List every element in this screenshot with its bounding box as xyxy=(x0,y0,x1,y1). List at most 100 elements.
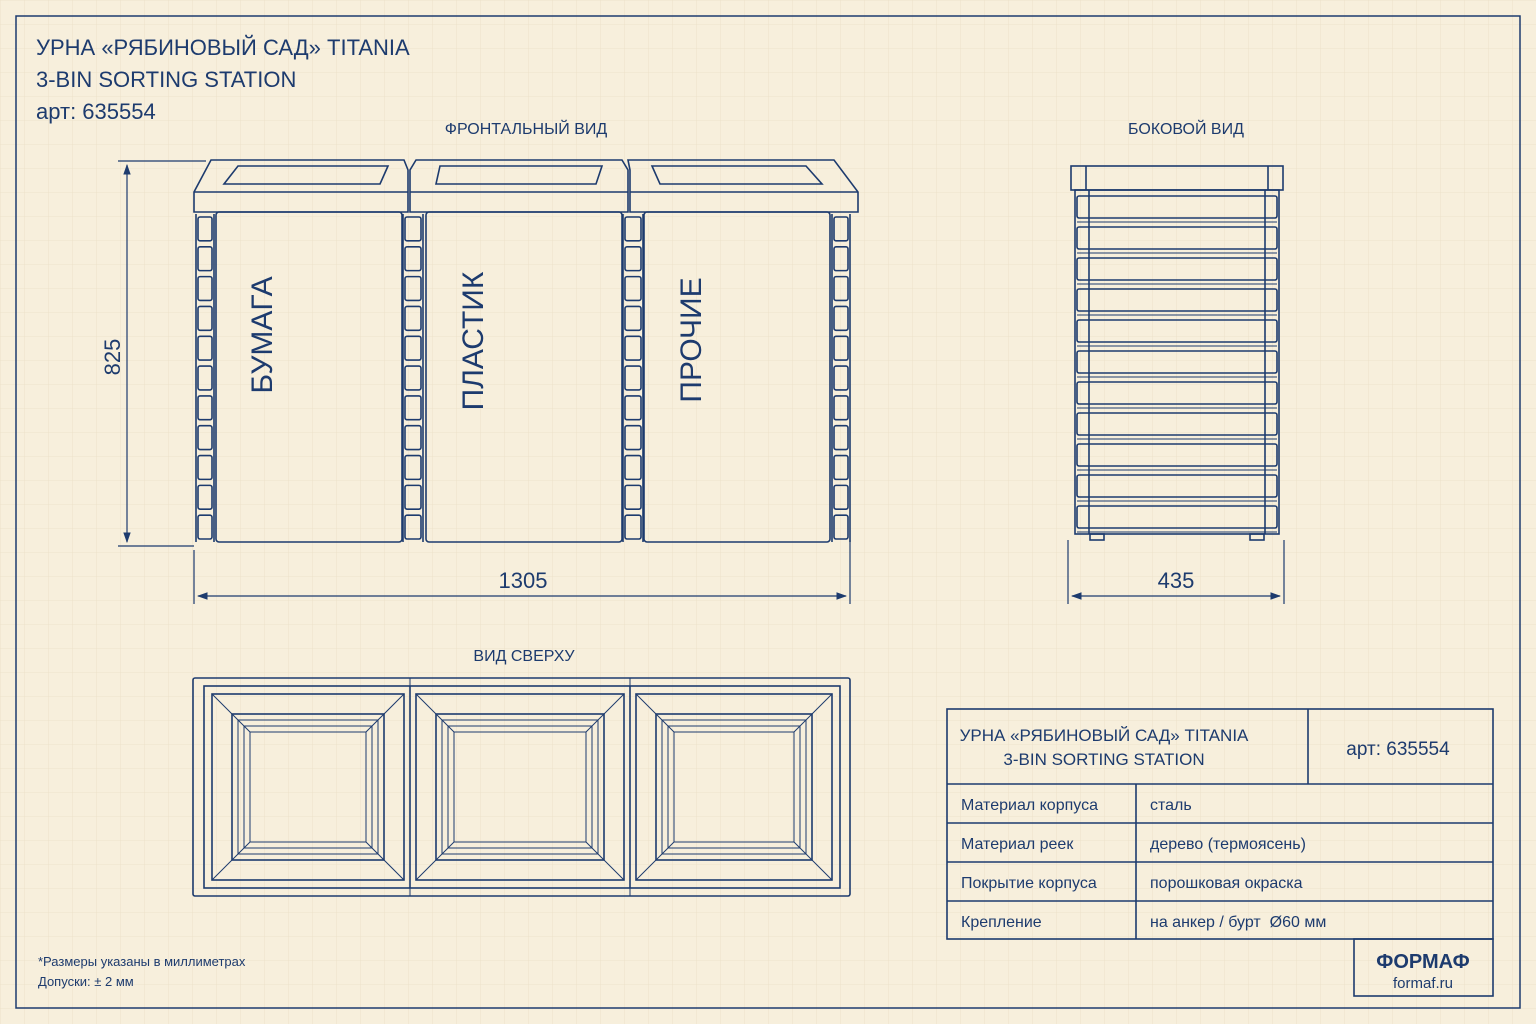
slat-block xyxy=(833,275,849,302)
front-lid-3 xyxy=(627,159,859,213)
tb-row-value: сталь xyxy=(1150,797,1192,814)
title-block xyxy=(946,708,1494,997)
slat-block xyxy=(404,246,422,272)
slat-block xyxy=(404,424,422,451)
side-slat xyxy=(1076,474,1278,498)
bin-label-plastic: ПЛАСТИК xyxy=(457,271,490,410)
slat-block xyxy=(833,454,849,481)
slat-block xyxy=(624,335,642,361)
side-slat xyxy=(1076,226,1278,250)
tb-row-label: Материал корпуса xyxy=(961,797,1098,814)
slat-block xyxy=(404,275,422,302)
article-number: арт: 635554 xyxy=(36,99,156,124)
slat-column-middle-1 xyxy=(402,214,424,542)
front-view xyxy=(193,159,859,543)
bin-body-plastic xyxy=(425,211,623,543)
slat-block xyxy=(197,246,213,272)
sheet-border xyxy=(15,15,1521,1009)
tb-row-label: Материал реек xyxy=(961,836,1074,853)
side-foot-left xyxy=(1089,533,1105,541)
brand-name: ФОРМАФ xyxy=(1376,951,1469,973)
top-view xyxy=(192,677,851,897)
slat-block xyxy=(404,514,422,540)
top-bin-opening xyxy=(211,693,405,881)
slat-block xyxy=(197,424,213,451)
slat-block xyxy=(624,246,642,272)
slat-column-right xyxy=(831,214,851,542)
side-body xyxy=(1074,189,1280,535)
side-slat xyxy=(1076,505,1278,529)
slat-block xyxy=(624,514,642,540)
slat-block xyxy=(197,216,213,242)
slat-block xyxy=(833,216,849,242)
front-lid-1 xyxy=(193,159,409,213)
front-lid-2 xyxy=(409,159,629,213)
tb-row-value: на анкер / бурт Ø60 мм xyxy=(1150,914,1326,931)
slat-column-left xyxy=(195,214,215,542)
width-dimension xyxy=(193,540,851,604)
width-value: 1305 xyxy=(499,568,548,593)
note-units: *Размеры указаны в миллиметрах xyxy=(38,954,246,969)
slat-block xyxy=(624,395,642,421)
height-value: 825 xyxy=(100,339,125,376)
side-view-label: БОКОВОЙ ВИД xyxy=(1128,119,1244,138)
slat-block xyxy=(197,454,213,481)
title-line1: УРНА «РЯБИНОВЫЙ САД» TITANIA xyxy=(36,35,410,60)
side-slat xyxy=(1076,350,1278,374)
note-tolerance: Допуски: ± 2 мм xyxy=(38,974,134,989)
slat-block xyxy=(624,365,642,391)
slat-block xyxy=(404,395,422,421)
side-foot-right xyxy=(1249,533,1265,541)
bin-label-other: ПРОЧИЕ xyxy=(675,277,708,402)
top-openings xyxy=(211,693,833,881)
slat-block xyxy=(197,305,213,332)
slat-block xyxy=(404,335,422,361)
slat-block xyxy=(833,305,849,332)
slat-block xyxy=(833,395,849,421)
slat-block xyxy=(404,454,422,481)
slat-block xyxy=(404,484,422,510)
slat-block xyxy=(197,484,213,510)
side-slat xyxy=(1076,195,1278,219)
slat-block xyxy=(833,514,849,540)
side-slat xyxy=(1076,381,1278,405)
tb-title-line2: 3-BIN SORTING STATION xyxy=(1003,750,1204,769)
slat-block xyxy=(197,365,213,391)
slat-block xyxy=(624,275,642,302)
brand-stamp xyxy=(1353,938,1494,997)
slat-block xyxy=(197,514,213,540)
slat-block xyxy=(404,305,422,332)
side-slat xyxy=(1076,257,1278,281)
slat-block xyxy=(833,484,849,510)
slat-block xyxy=(197,335,213,361)
slat-block xyxy=(624,216,642,242)
side-slats xyxy=(1076,195,1278,533)
slat-block xyxy=(197,275,213,302)
slat-column-middle-2 xyxy=(622,214,644,542)
top-bin-opening xyxy=(415,693,625,881)
brand-website: formaf.ru xyxy=(1393,975,1453,992)
slat-block xyxy=(624,484,642,510)
side-view xyxy=(1070,165,1284,541)
side-slat xyxy=(1076,288,1278,312)
slat-block xyxy=(624,454,642,481)
top-view-label: ВИД СВЕРХУ xyxy=(473,648,575,665)
side-slat xyxy=(1076,319,1278,343)
depth-dimension xyxy=(1067,540,1285,604)
slat-block xyxy=(624,305,642,332)
depth-value: 435 xyxy=(1158,568,1195,593)
title-line2: 3-BIN SORTING STATION xyxy=(36,67,296,92)
top-bin-opening xyxy=(635,693,833,881)
tb-row-value: дерево (термоясень) xyxy=(1150,836,1306,853)
tb-row-value: порошковая окраска xyxy=(1150,875,1303,892)
bin-label-paper: БУМАГА xyxy=(246,276,279,393)
tb-row-label: Крепление xyxy=(961,914,1042,931)
tb-article: арт: 635554 xyxy=(1346,739,1450,760)
front-view-label: ФРОНТАЛЬНЫЙ ВИД xyxy=(445,119,608,138)
side-slat xyxy=(1076,443,1278,467)
bin-body-paper xyxy=(215,211,403,543)
top-outline xyxy=(192,677,851,897)
slat-block xyxy=(833,365,849,391)
slat-block xyxy=(833,335,849,361)
height-dimension xyxy=(118,160,206,547)
